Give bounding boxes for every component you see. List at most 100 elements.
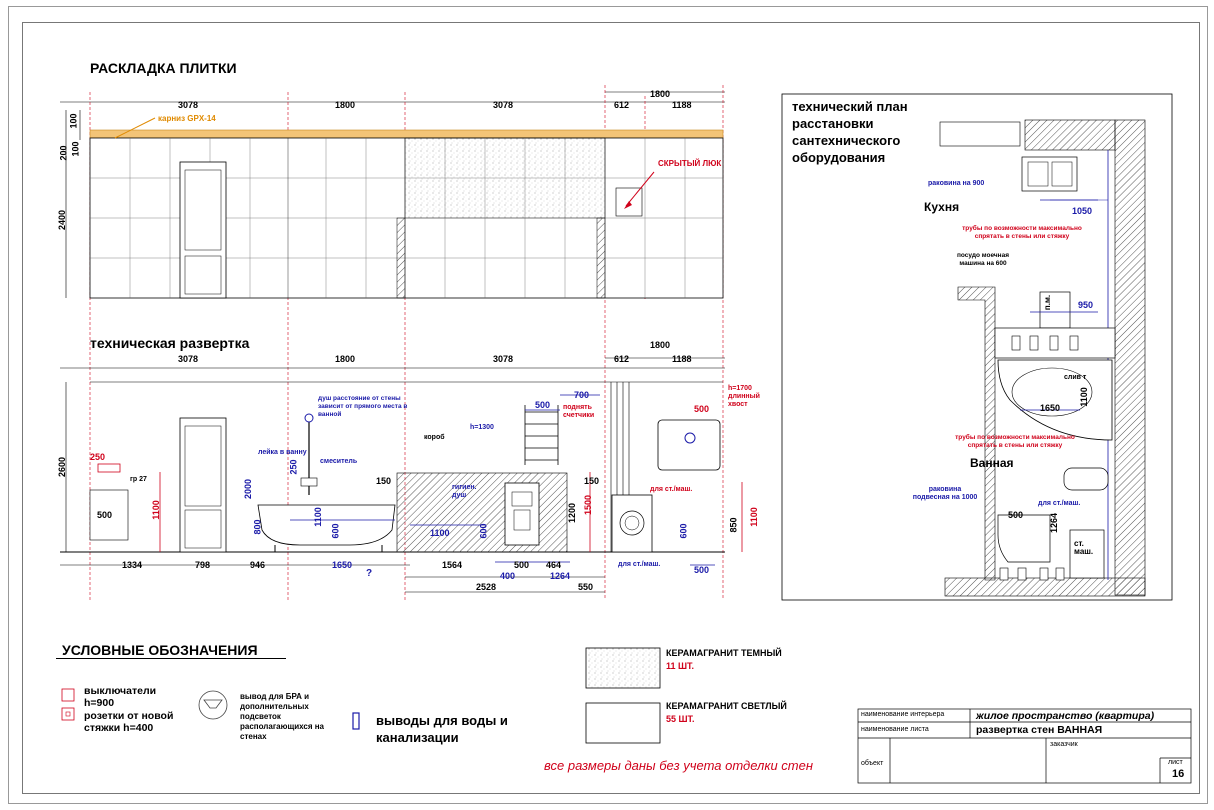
d-1100a: 1100 — [150, 500, 161, 520]
b-400: 400 — [500, 571, 516, 581]
note-watering-can: лейка в ванну — [258, 449, 307, 456]
legend-title-underline — [56, 658, 286, 659]
plan-dishwasher: посудо моечная машина на 600 — [956, 252, 1010, 267]
d-1500: 1500 — [583, 494, 594, 516]
light-tile-label: КЕРАМАГРАНИТ СВЕТЛЫЙ 55 ШТ. — [666, 700, 787, 726]
plan-forwm: для ст./маш. — [1038, 500, 1081, 507]
legend-sockets: розетки от новой стяжки h=400 — [84, 710, 174, 734]
plan-1100: 1100 — [1078, 387, 1089, 407]
light-tile-qty: 55 ШТ. — [666, 714, 695, 724]
dim-top-1800: 1800 — [335, 100, 356, 110]
b-1564: 1564 — [442, 560, 463, 570]
socket-icon — [61, 707, 75, 721]
dev-dim-3078b: 3078 — [493, 354, 514, 364]
dev-dim-1188: 1188 — [672, 354, 692, 364]
dev-dim-3078: 3078 — [178, 354, 199, 364]
note-shower: душ расстояние от стены зависит от прямо… — [318, 395, 408, 418]
note-raise-meters: поднять счетчики — [563, 404, 595, 419]
d-800: 800 — [252, 519, 263, 535]
b-1650: 1650 — [332, 560, 353, 570]
dim-left-2400: 2400 — [57, 209, 68, 231]
dim-left-100: 100 — [68, 113, 79, 129]
plan-bath: Ванная — [970, 456, 1014, 470]
d-1100c: 1100 — [430, 528, 450, 538]
d-600c: 600 — [678, 523, 689, 539]
legend-water: выводы для воды и канализации — [376, 713, 508, 745]
note-for-wm: для ст./маш. — [650, 486, 693, 493]
dev-dim-2600: 2600 — [57, 456, 68, 478]
sheet-frame — [8, 6, 1208, 804]
plan-pipes2: трубы по возможности максимально спрятат… — [955, 434, 1075, 449]
d-500b: 500 — [535, 400, 551, 410]
dim-left-200: 200 — [58, 145, 69, 161]
dim-top-3078: 3078 — [178, 100, 199, 110]
plan-1050: 1050 — [1072, 206, 1093, 216]
b-2528: 2528 — [476, 582, 497, 592]
dev-dim-1800: 1800 — [335, 354, 356, 364]
dark-tile-qty: 11 ШТ. — [666, 661, 695, 671]
stamp-sheet-no-label: лист — [1168, 759, 1183, 766]
tile-layout-elevation — [60, 85, 725, 600]
d-500d: 500 — [694, 565, 710, 575]
light-tile-name: КЕРАМАГРАНИТ СВЕТЛЫЙ — [666, 701, 787, 711]
tile-layout-title: РАСКЛАДКА ПЛИТКИ — [90, 60, 237, 76]
cornice-label: карниз GPX-14 — [158, 114, 216, 123]
plan-pipes1: трубы по возможности максимально спрятат… — [962, 225, 1082, 240]
light-tile-swatch — [585, 702, 661, 744]
d-700: 700 — [574, 390, 590, 400]
dim-top-1800b: 1800 — [650, 89, 671, 99]
dark-tile-label: КЕРАМАГРАНИТ ТЕМНЫЙ 11 ШТ. — [666, 647, 782, 673]
hidden-hatch-label: СКРЫТЫЙ ЛЮК — [658, 159, 722, 168]
plan-sink1000: раковина подвесная на 1000 — [912, 486, 978, 501]
b-500: 500 — [514, 560, 530, 570]
plan-950: 950 — [1078, 300, 1094, 310]
d-500a: 500 — [97, 510, 113, 520]
note-box: короб — [424, 434, 445, 441]
stamp-interior-label: наименование интерьера — [861, 711, 945, 718]
title-block — [857, 708, 1192, 784]
dark-tile-swatch — [585, 647, 661, 689]
b-946: 946 — [250, 560, 266, 570]
legend-switches: выключатели h=900 — [84, 685, 157, 709]
stamp-object-label: объект — [861, 760, 884, 767]
plan-1650: 1650 — [1040, 403, 1061, 413]
plan-500: 500 — [1008, 510, 1024, 520]
dim-top-1188: 1188 — [672, 100, 692, 110]
note-q: ? — [366, 568, 373, 579]
d-850: 850 — [728, 517, 739, 533]
d-150b: 150 — [584, 476, 600, 486]
dark-tile-name: КЕРАМАГРАНИТ ТЕМНЫЙ — [666, 648, 782, 658]
note-gr27: гр 27 — [130, 476, 147, 483]
dim-top-3078b: 3078 — [493, 100, 514, 110]
d-500c: 500 — [694, 404, 710, 414]
b-1264: 1264 — [550, 571, 571, 581]
d-1100d: 1100 — [748, 507, 759, 527]
stamp-sheet-label: наименование листа — [861, 726, 929, 733]
stamp-sheet-value: развертка стен ВАННАЯ — [976, 724, 1103, 736]
note-h1700: h=1700 длинный хвост — [728, 385, 760, 408]
switch-icon — [61, 688, 75, 702]
plan-title: технический план расстановки сантехничес… — [792, 99, 908, 165]
d-150a: 150 — [376, 476, 392, 486]
b-550: 550 — [578, 582, 594, 592]
tech-development-elevation — [60, 357, 743, 593]
b-464: 464 — [546, 560, 562, 570]
note-dimensions: все размеры даны без учета отделки стен — [544, 758, 814, 773]
dev-dim-1800b: 1800 — [650, 340, 671, 350]
d-600b: 600 — [478, 523, 489, 539]
dev-dim-612: 612 — [614, 354, 630, 364]
note-hyg-shower: гигиен. душ — [452, 484, 477, 499]
legend-title: УСЛОВНЫЕ ОБОЗНАЧЕНИЯ — [62, 642, 258, 658]
plan-sink900: раковина на 900 — [928, 180, 985, 187]
b-1334: 1334 — [122, 560, 143, 570]
b-798: 798 — [195, 560, 211, 570]
plan-stm: ст. маш. — [1074, 539, 1094, 556]
note-for-wm2: для ст./маш. — [618, 561, 661, 568]
water-outlet-icon — [352, 712, 360, 730]
plan-pm: п.м. — [1043, 294, 1053, 311]
d-250: 250 — [90, 452, 106, 462]
dim-top-612: 612 — [614, 100, 630, 110]
tech-plan-drawing — [781, 93, 1173, 601]
d-1200: 1200 — [567, 502, 578, 524]
